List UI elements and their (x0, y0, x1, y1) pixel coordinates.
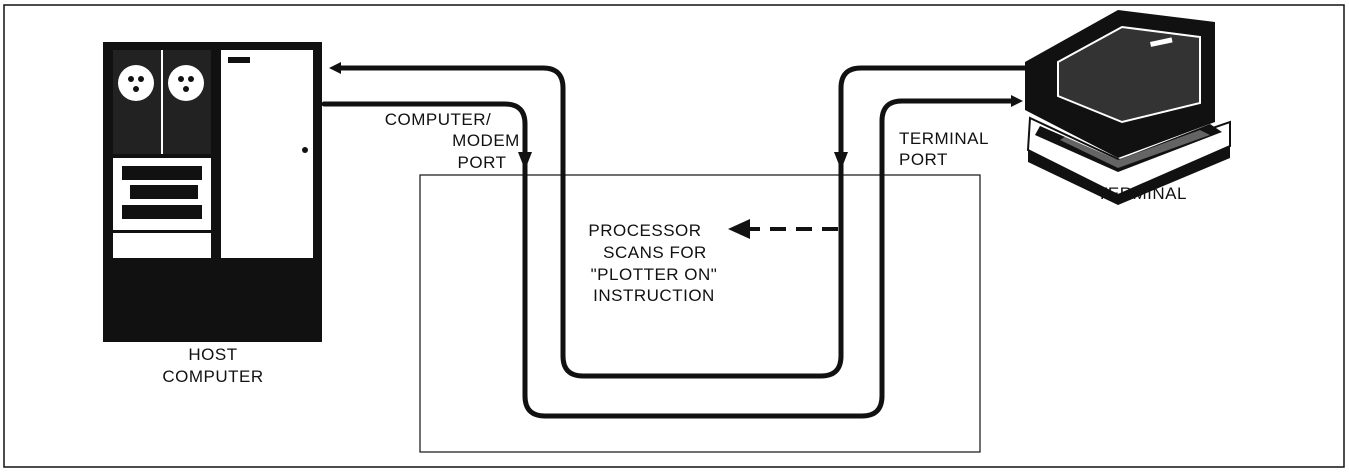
down-arrow-terminal-side (834, 152, 848, 170)
host-computer-icon (103, 42, 322, 342)
processor-label-line1: PROCESSOR (588, 221, 701, 240)
scan-arrowhead (728, 219, 750, 239)
computer-modem-port-label-line2: MODEM (452, 131, 520, 150)
terminal-to-computer-path (329, 62, 1028, 379)
computer-modem-port-label-line1: COMPUTER/ (385, 110, 492, 129)
plotter-box (419, 174, 981, 453)
figure-frame (3, 4, 1345, 468)
host-computer-label-line1: HOST (188, 345, 237, 364)
host-computer-label-line2: COMPUTER (162, 367, 263, 386)
processor-label-line2: SCANS FOR (603, 243, 707, 262)
down-arrow-computer-port (518, 152, 532, 170)
computer-modem-port-label-line3: PORT (458, 153, 507, 172)
computer-to-terminal-path (321, 95, 1023, 419)
processor-label-line4: INSTRUCTION (593, 286, 715, 305)
processor-label-line3: "PLOTTER ON" (591, 265, 718, 284)
terminal-icon (1025, 10, 1231, 205)
terminal-port-label-line1: TERMINAL (899, 129, 989, 148)
terminal-label: TERMINAL (1097, 184, 1187, 203)
terminal-port-label-line2: PORT (899, 150, 948, 169)
